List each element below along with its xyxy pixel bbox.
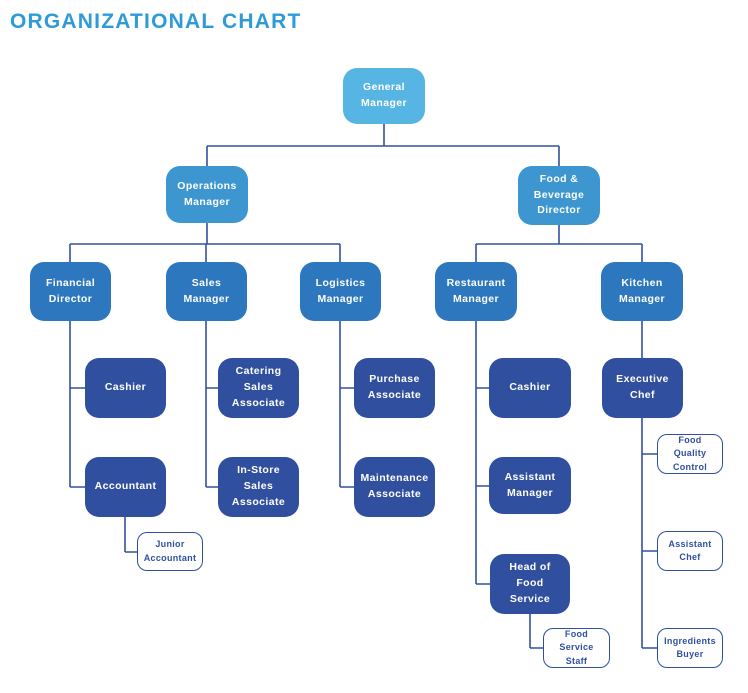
org-node-logistics-manager: Logistics Manager	[300, 262, 381, 321]
page-title: ORGANIZATIONAL CHART	[10, 10, 302, 33]
org-node-executive-chef: Executive Chef	[602, 358, 683, 418]
org-node-head-of-food-service: Head of Food Service	[490, 554, 570, 614]
org-node-food-beverage-director: Food & Beverage Director	[518, 166, 600, 225]
connector-operations-rail	[69, 222, 341, 263]
org-node-accountant: Accountant	[85, 457, 166, 517]
org-node-maintenance-associate: Maintenance Associate	[354, 457, 435, 517]
org-node-catering-sales-associate: Catering Sales Associate	[218, 358, 299, 418]
org-node-purchase-associate: Purchase Associate	[354, 358, 435, 418]
org-node-kitchen-manager: Kitchen Manager	[601, 262, 683, 321]
connector-restaurant-branch	[475, 320, 490, 585]
connector-general-manager-rail	[206, 123, 560, 167]
org-node-cashier-restaurant: Cashier	[489, 358, 571, 418]
org-node-sales-manager: Sales Manager	[166, 262, 247, 321]
org-node-financial-director: Financial Director	[30, 262, 111, 321]
org-node-assistant-manager: Assistant Manager	[489, 457, 571, 514]
org-node-food-service-staff: Food Service Staff	[543, 628, 610, 668]
connector-executive-chef-branch	[641, 417, 657, 649]
org-node-restaurant-manager: Restaurant Manager	[435, 262, 517, 321]
connector-accountant-branch	[124, 516, 137, 553]
org-node-assistant-chef: Assistant Chef	[657, 531, 723, 571]
connector-fnb-rail	[475, 224, 643, 263]
org-node-operations-manager: Operations Manager	[166, 166, 248, 223]
org-node-food-quality-control: Food Quality Control	[657, 434, 723, 474]
org-node-general-manager: General Manager	[343, 68, 425, 124]
org-node-in-store-sales-associate: In-Store Sales Associate	[218, 457, 299, 517]
connector-logistics-branch	[339, 320, 354, 488]
org-node-cashier-finance: Cashier	[85, 358, 166, 418]
connector-sales-branch	[205, 320, 218, 488]
org-node-junior-accountant: Junior Accountant	[137, 532, 203, 571]
connector-financial-branch	[69, 320, 85, 488]
connector-head-food-service-branch	[529, 613, 543, 649]
org-node-ingredients-buyer: Ingredients Buyer	[657, 628, 723, 668]
